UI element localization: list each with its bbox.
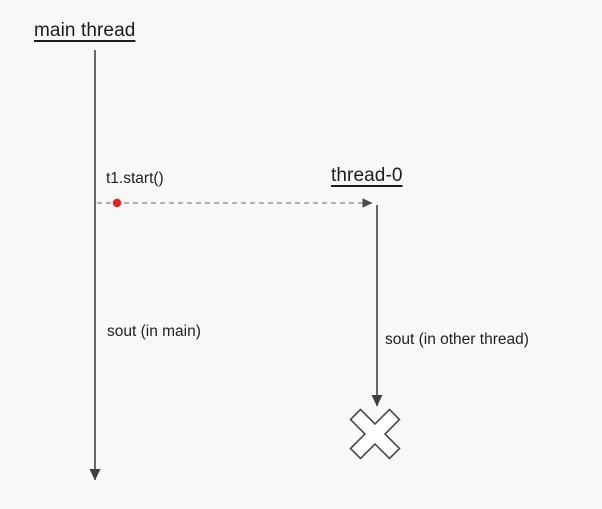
note-sout-in-main: sout (in main)	[107, 323, 201, 340]
start-event-dot	[112, 198, 122, 208]
lane-title-thread-0: thread-0	[331, 165, 403, 186]
lane-title-main-thread: main thread	[34, 20, 136, 41]
note-sout-in-other-thread: sout (in other thread)	[385, 331, 529, 348]
message-label-t1-start: t1.start()	[106, 170, 164, 187]
thread-termination-cross-icon	[349, 408, 401, 460]
